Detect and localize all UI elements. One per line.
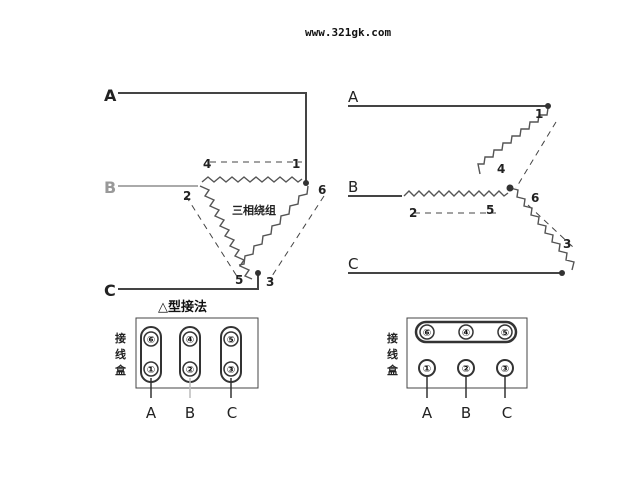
star-box-bottom-1: ①	[423, 364, 431, 375]
star-label-a: A	[348, 88, 359, 106]
star-node-c	[559, 270, 565, 276]
delta-terminal-1: 1	[292, 157, 300, 171]
star-terminal-5: 5	[486, 203, 494, 217]
star-coil-upper	[477, 107, 549, 175]
delta-terminal-1-circle	[143, 361, 159, 377]
delta-label-b: B	[104, 178, 116, 197]
delta-box-label-3: 盒	[114, 363, 127, 377]
star-terminal-6: 6	[531, 191, 539, 205]
delta-terminal-box	[135, 317, 259, 389]
star-box-label-2: 线	[387, 347, 398, 361]
star-terminal-1: 1	[535, 107, 543, 121]
star-node-a	[545, 103, 551, 109]
delta-label-c: C	[104, 281, 116, 300]
star-short-link	[414, 320, 518, 344]
delta-terminal-4-circle	[182, 331, 198, 347]
delta-label-a: A	[104, 86, 117, 105]
delta-box-label-2: 线	[115, 347, 126, 361]
delta-terminal-4: 4	[203, 157, 211, 171]
delta-node-1	[303, 180, 309, 186]
delta-terminal-2: 2	[183, 189, 191, 203]
delta-box-top-1: ⑥	[147, 335, 155, 346]
star-box-bottom-3: ③	[501, 364, 509, 375]
star-terminal-2: 2	[409, 206, 417, 220]
star-box-label-1: 接	[387, 331, 398, 345]
star-box-phase-b: B	[461, 404, 471, 422]
delta-phase-a-wire	[118, 92, 307, 183]
delta-box-label-1: 接	[115, 331, 126, 345]
delta-title: △型接法	[158, 299, 207, 315]
delta-dash-left	[185, 195, 239, 279]
delta-terminal-2-circle	[182, 361, 198, 377]
delta-box-bottom-2: ②	[186, 365, 194, 376]
delta-connection-diagram: A B C 4 1 2 6 5 3 三相绕组 △型接法 接 线 盒	[104, 86, 326, 422]
star-coil-right	[509, 187, 575, 271]
delta-node-3	[255, 270, 261, 276]
delta-terminal-6-circle	[143, 331, 159, 347]
star-connection-diagram: A B C 1 4 2 5 6 3 接 线 盒 ⑥ ④ ⑤	[348, 88, 575, 422]
star-terminal-box	[406, 317, 528, 389]
delta-box-bottom-1: ①	[147, 365, 155, 376]
star-box-top-3: ⑤	[501, 328, 509, 339]
star-coil-left	[403, 190, 509, 197]
star-terminal-6-circle	[419, 324, 435, 340]
delta-terminal-5-circle	[223, 331, 239, 347]
star-label-b: B	[348, 178, 358, 196]
delta-winding-label: 三相绕组	[232, 203, 276, 217]
star-terminal-3: 3	[563, 237, 571, 251]
star-box-phase-c: C	[502, 404, 512, 422]
star-neutral-node	[506, 184, 514, 192]
delta-box-phase-a: A	[146, 404, 157, 422]
delta-box-bottom-3: ③	[227, 365, 235, 376]
delta-box-top-3: ⑤	[227, 335, 235, 346]
delta-terminal-5: 5	[235, 273, 243, 287]
delta-box-top-2: ④	[186, 335, 194, 346]
delta-terminal-3: 3	[266, 275, 274, 289]
delta-coil-right	[238, 185, 309, 266]
star-box-phase-a: A	[422, 404, 433, 422]
star-box-top-2: ④	[462, 328, 470, 339]
star-box-label-3: 盒	[386, 363, 399, 377]
delta-box-phase-c: C	[227, 404, 237, 422]
delta-coil-left	[199, 185, 253, 280]
watermark-text: www.321gk.com	[305, 26, 391, 39]
star-dash-upper	[515, 121, 557, 189]
delta-phase-c-wire	[118, 275, 259, 290]
delta-terminal-6: 6	[318, 183, 326, 197]
delta-terminal-3-circle	[223, 361, 239, 377]
star-box-top-1: ⑥	[423, 328, 431, 339]
star-label-c: C	[348, 255, 358, 273]
star-terminal-4-circle	[458, 324, 474, 340]
delta-dash-right	[271, 195, 325, 277]
star-box-bottom-2: ②	[462, 364, 470, 375]
star-terminal-5-circle	[497, 324, 513, 340]
delta-box-phase-b: B	[185, 404, 195, 422]
delta-coil-top	[201, 176, 303, 183]
star-terminal-4: 4	[497, 162, 505, 176]
